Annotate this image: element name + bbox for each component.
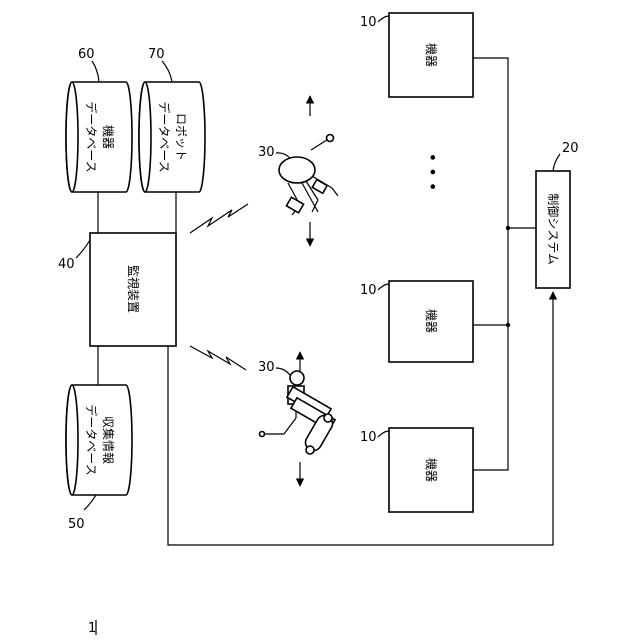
ref-robot-db-label: 70 — [148, 47, 165, 62]
ref-device-db-label: 60 — [78, 47, 95, 62]
device-db-line2: データベース — [84, 101, 99, 172]
device-top-label: 機器 — [424, 43, 439, 67]
ref-monitoring-device: 40 — [58, 240, 90, 272]
device-left-label: 機器 — [424, 458, 439, 482]
device-box-left: 機器 — [389, 428, 473, 512]
ref-robot-db: 70 — [148, 47, 172, 82]
robot-db-line2: データベース — [157, 101, 172, 172]
ref-robot-crawler: 30 — [258, 360, 290, 375]
ref-device-top: 10 — [360, 15, 389, 30]
ref-device-db: 60 — [78, 47, 99, 82]
robot-db-line1: ロボット — [174, 113, 188, 161]
figure-label: 1 — [88, 620, 96, 636]
ref-monitoring-device-label: 40 — [58, 257, 75, 272]
ref-robot-crawler-label: 30 — [258, 360, 275, 375]
ref-collected-info-db: 50 — [68, 495, 96, 532]
device-db-line1: 機器 — [101, 125, 116, 149]
ref-device-top-label: 10 — [360, 15, 377, 30]
device-db-cylinder: 機器 データベース — [66, 82, 132, 192]
robot-db-cylinder: ロボット データベース — [139, 82, 205, 192]
monitoring-device-box: 監視装置 — [90, 233, 176, 346]
control-system-label: 制御システム — [546, 193, 561, 265]
robot-quadruped-icon — [279, 96, 338, 246]
figure-label-text: 1 — [88, 621, 96, 636]
device-ellipsis: • • • — [423, 153, 442, 191]
wireless-signal-lower — [190, 346, 246, 370]
ref-device-left-label: 10 — [360, 430, 377, 445]
ref-control-system: 20 — [553, 141, 579, 171]
ref-robot-quadruped: 30 — [258, 145, 290, 160]
device-box-top: 機器 — [389, 13, 473, 97]
collected-info-db-line1: 収集情報 — [101, 416, 116, 464]
collected-info-db-cylinder: 収集情報 データベース — [66, 385, 132, 495]
collected-info-db-line2: データベース — [84, 404, 99, 475]
ref-robot-quadruped-label: 30 — [258, 145, 275, 160]
ref-device-middle-label: 10 — [360, 283, 377, 298]
ref-collected-info-db-label: 50 — [68, 517, 85, 532]
wireless-signal-upper — [190, 204, 248, 233]
ref-control-system-label: 20 — [562, 141, 579, 156]
ref-device-middle: 10 — [360, 283, 389, 298]
device-middle-label: 機器 — [424, 309, 439, 333]
control-system-box: 制御システム — [536, 171, 570, 288]
device-box-middle: 機器 — [389, 281, 473, 362]
ref-device-left: 10 — [360, 430, 389, 445]
monitoring-device-label: 監視装置 — [126, 265, 141, 313]
